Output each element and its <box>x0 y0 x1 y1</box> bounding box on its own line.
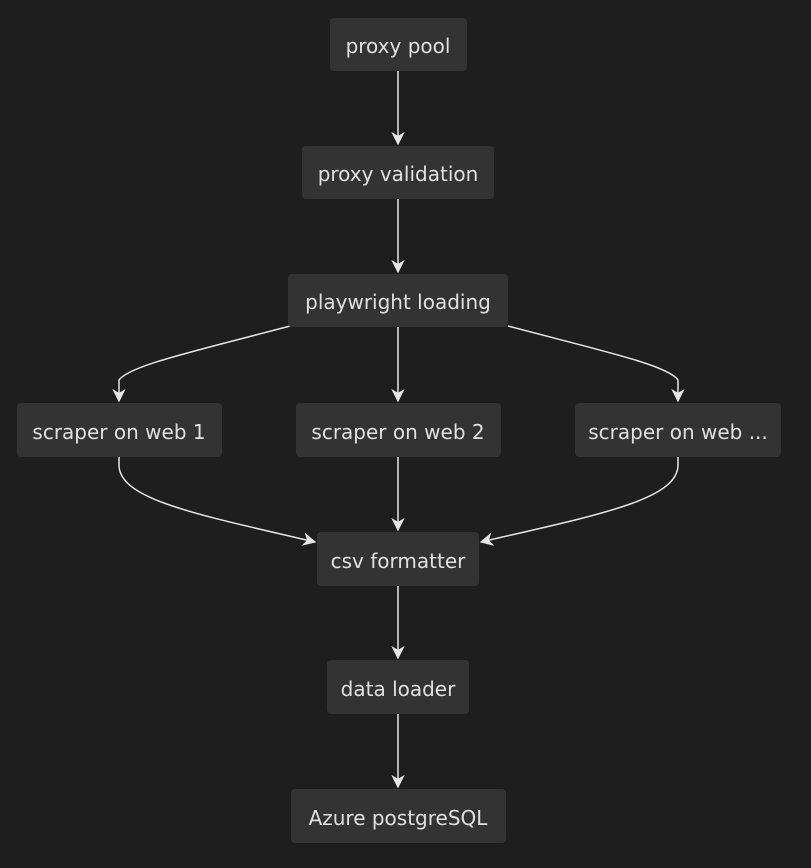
node-label: scraper on web ... <box>588 420 768 444</box>
node-proxy-pool: proxy pool <box>330 18 467 71</box>
node-label: proxy pool <box>346 34 451 58</box>
node-label: proxy validation <box>318 162 479 186</box>
edge-playwright-to-scraper3 <box>507 325 685 403</box>
node-label: scraper on web 1 <box>32 420 205 444</box>
node-proxy-validation: proxy validation <box>302 146 494 199</box>
node-label: Azure postgreSQL <box>309 806 489 830</box>
node-azure-postgresql: Azure postgreSQL <box>291 789 506 843</box>
node-label: data loader <box>341 677 456 701</box>
edge-scraper1-to-csv <box>118 457 317 546</box>
edge-playwright-to-scraper1 <box>112 325 291 403</box>
node-scraper-web-more: scraper on web ... <box>575 403 781 457</box>
edges <box>112 71 685 789</box>
node-playwright-loading: playwright loading <box>288 274 508 327</box>
node-label: csv formatter <box>331 549 466 573</box>
node-scraper-web-2: scraper on web 2 <box>296 403 501 457</box>
node-csv-formatter: csv formatter <box>317 532 479 586</box>
node-label: playwright loading <box>305 290 491 314</box>
node-scraper-web-1: scraper on web 1 <box>17 403 222 457</box>
edge-scraper3-to-csv <box>479 457 679 546</box>
node-label: scraper on web 2 <box>311 420 484 444</box>
node-data-loader: data loader <box>327 660 469 714</box>
